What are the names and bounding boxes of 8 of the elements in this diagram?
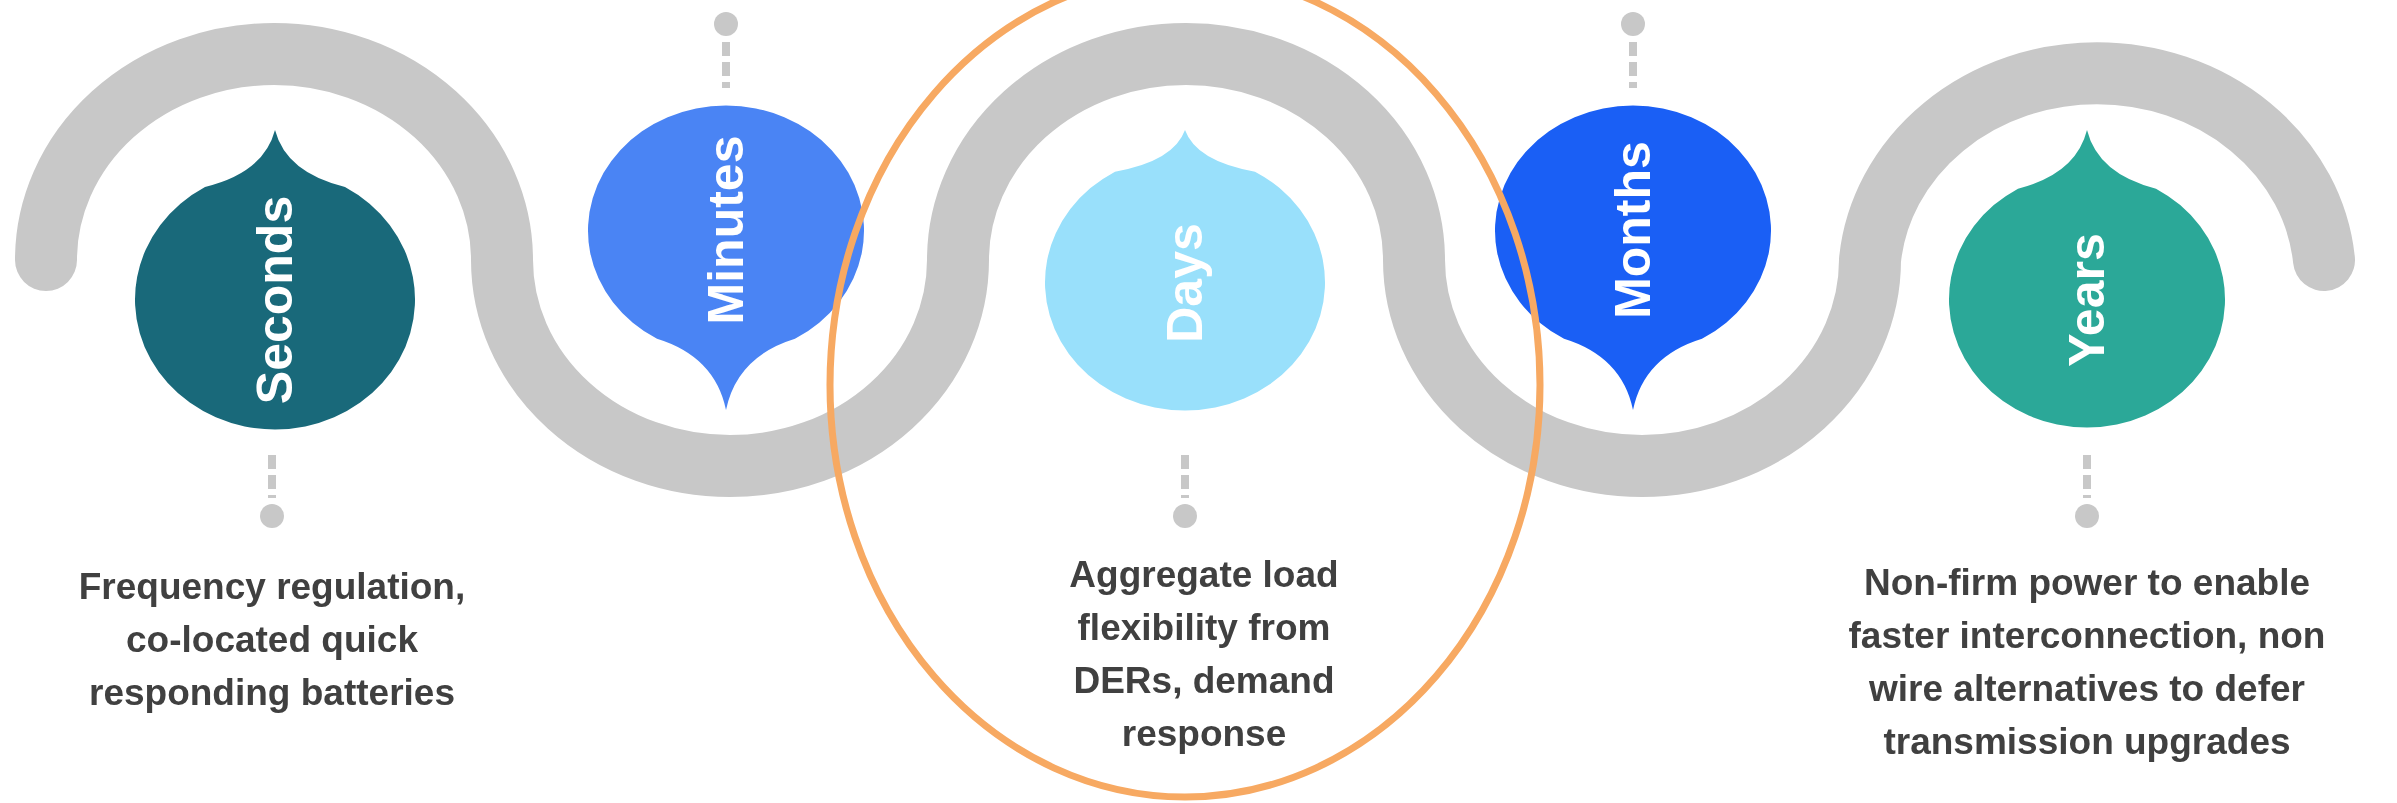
time-scale-label: Years <box>2062 233 2112 367</box>
time-scale-label: Months <box>1608 141 1658 319</box>
description-text: Frequency regulation, co-located quick responding batteries <box>77 565 467 715</box>
description-text: Aggregate load flexibility from DERs, demand response <box>1068 553 1340 756</box>
time-scale-label: Seconds <box>250 195 300 405</box>
time-scale-label: Minutes <box>701 135 751 325</box>
time-scale-label: Days <box>1160 223 1210 343</box>
description-text: Non-firm power to enable faster interconnection, non wire alternatives to defer transmission upgrades <box>1847 561 2327 764</box>
